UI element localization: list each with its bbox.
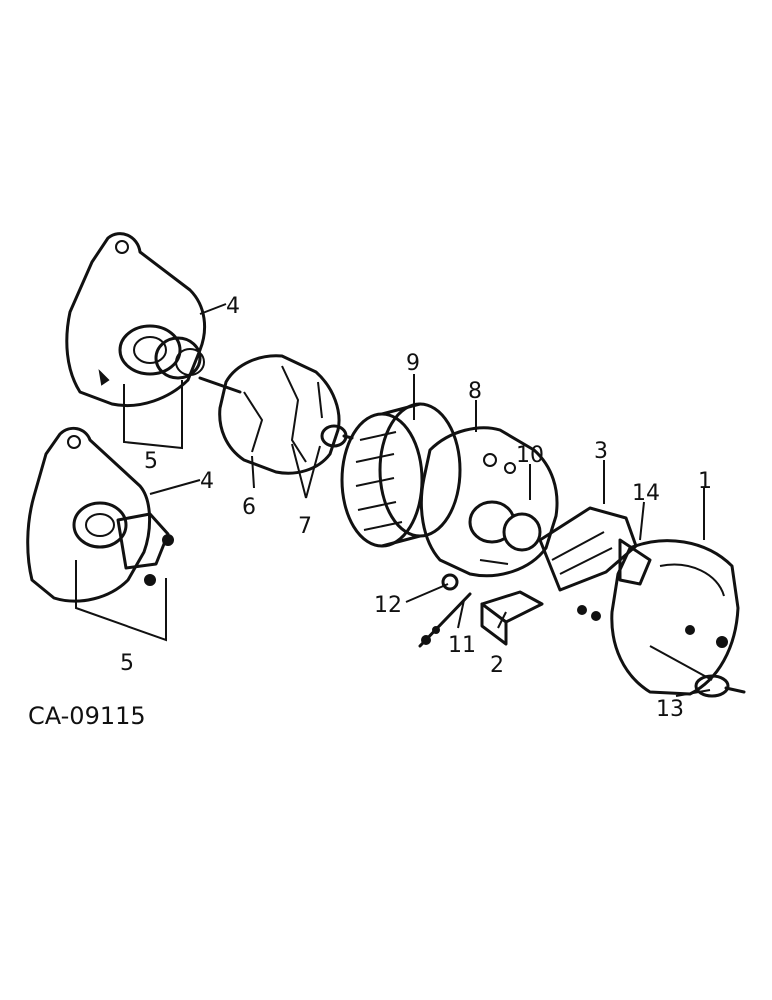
callout-13: 13 xyxy=(656,697,684,722)
callout-11: 11 xyxy=(448,633,476,658)
callout-2: 2 xyxy=(490,653,504,678)
callout-6: 6 xyxy=(242,495,256,520)
callout-labels: 4 5 4 5 6 7 9 8 10 3 14 1 12 11 2 13 xyxy=(120,294,712,722)
rear-cover xyxy=(610,539,746,698)
callout-3: 3 xyxy=(594,439,608,464)
drive-end-frame-upper xyxy=(65,232,207,408)
callout-5-lower: 5 xyxy=(120,651,134,676)
callout-8: 8 xyxy=(468,379,482,404)
drive-end-frame-lower xyxy=(26,426,174,603)
callout-4-lower: 4 xyxy=(200,469,214,494)
regulator-assembly xyxy=(538,506,652,621)
leader-lines xyxy=(75,303,711,697)
callout-7: 7 xyxy=(298,514,312,539)
callout-12: 12 xyxy=(374,593,402,618)
callout-5-upper: 5 xyxy=(144,449,158,474)
slip-ring-end-frame xyxy=(419,426,559,578)
callout-4-upper: 4 xyxy=(226,294,240,319)
drawing-number: CA-09115 xyxy=(28,702,146,730)
callout-9: 9 xyxy=(406,351,420,376)
stator xyxy=(340,402,462,548)
callout-1: 1 xyxy=(698,469,712,494)
callout-10: 10 xyxy=(516,443,544,468)
callout-14: 14 xyxy=(632,481,660,506)
brush-holder xyxy=(480,590,544,646)
rotor xyxy=(198,354,354,475)
